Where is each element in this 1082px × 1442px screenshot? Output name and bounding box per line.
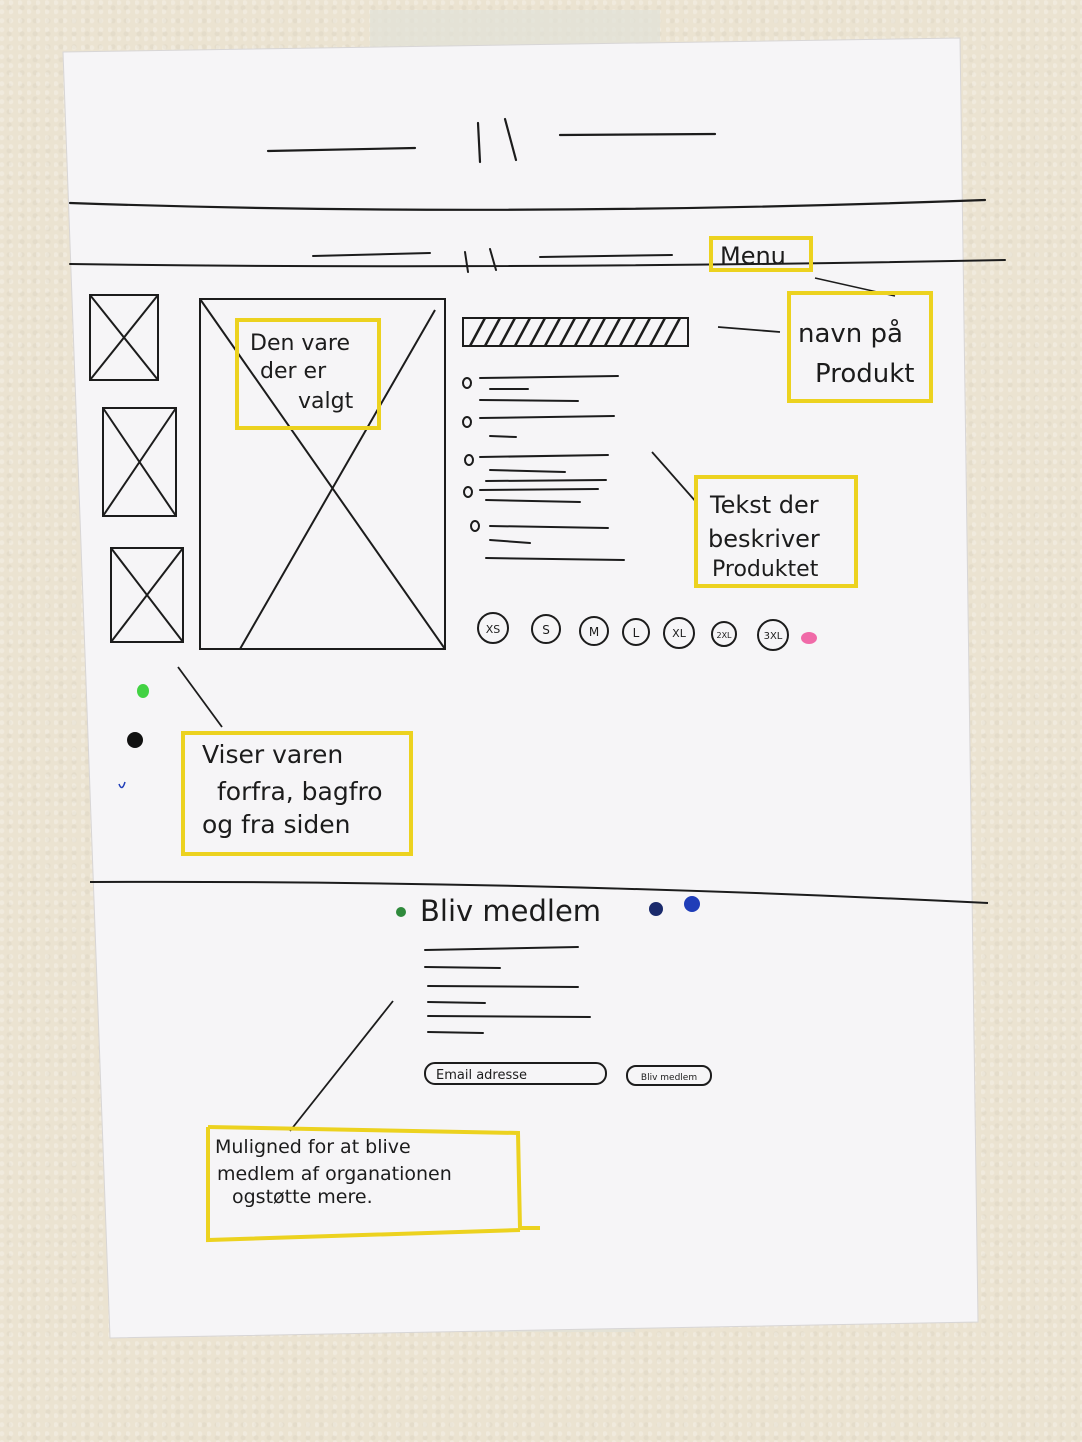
callout-name-line-2: Produkt bbox=[815, 359, 914, 389]
navy-accent-dot bbox=[649, 902, 663, 916]
size-2xl-label: 2XL bbox=[716, 631, 732, 640]
description-pointer bbox=[651, 451, 698, 504]
callout-membership-line-2: medlem af organationen bbox=[217, 1163, 452, 1185]
size-xs-label: XS bbox=[486, 623, 501, 636]
membership-pointer bbox=[289, 1000, 394, 1132]
menu-button[interactable]: Menu bbox=[709, 236, 813, 272]
callout-membership-line-3: ogstøtte mere. bbox=[232, 1186, 373, 1208]
size-2xl-button[interactable]: 2XL bbox=[711, 621, 737, 647]
callout-views-line-2: forfra, bagfro bbox=[217, 777, 383, 806]
size-xs-button[interactable]: XS bbox=[477, 612, 509, 644]
black-color-dot[interactable] bbox=[127, 732, 143, 748]
email-input[interactable]: Email adresse bbox=[424, 1062, 607, 1085]
size-xl-button[interactable]: XL bbox=[663, 617, 695, 649]
size-l-label: L bbox=[633, 626, 640, 640]
callout-views: Viser varen forfra, bagfro og fra siden bbox=[181, 731, 413, 856]
size-m-label: M bbox=[589, 625, 599, 639]
menu-highlight bbox=[709, 236, 813, 272]
main-product-image bbox=[199, 298, 446, 650]
green-accent-dot bbox=[396, 907, 406, 917]
blue-accent-dot bbox=[684, 896, 700, 912]
thumbnail-back[interactable] bbox=[102, 407, 177, 517]
size-xl-label: XL bbox=[672, 627, 687, 640]
callout-name-line-1: navn på bbox=[798, 318, 903, 349]
callout-selected-line-2: der er bbox=[260, 359, 327, 384]
thumbnail-column[interactable] bbox=[89, 294, 184, 643]
description-bullets bbox=[462, 375, 625, 561]
menu-label[interactable]: Menu bbox=[720, 242, 786, 270]
size-3xl-button[interactable]: 3XL bbox=[757, 619, 789, 651]
paper-sheet bbox=[62, 37, 979, 1339]
callout-desc-line-2: beskriver bbox=[708, 525, 820, 553]
callout-views-line-3: og fra siden bbox=[202, 810, 351, 839]
size-m-button[interactable]: M bbox=[579, 616, 609, 646]
callout-selected-item: Den vare der er valgt bbox=[235, 318, 381, 430]
thumbnail-side[interactable] bbox=[110, 547, 184, 643]
views-pointer bbox=[177, 666, 223, 728]
pink-color-dot[interactable] bbox=[801, 632, 817, 644]
callout-description: Tekst der beskriver Produktet bbox=[694, 475, 858, 588]
blue-ink-mark bbox=[118, 781, 126, 789]
size-l-button[interactable]: L bbox=[622, 618, 650, 646]
product-name-bar bbox=[462, 317, 689, 347]
footer-divider bbox=[89, 880, 989, 904]
nav-bar-sketch bbox=[69, 248, 1006, 273]
callout-views-line-1: Viser varen bbox=[202, 740, 343, 769]
callout-product-name: navn på Produkt bbox=[787, 291, 933, 403]
signup-title: Bliv medlem bbox=[420, 894, 601, 928]
email-placeholder: Email adresse bbox=[436, 1068, 527, 1083]
signup-button[interactable]: Bliv medlem bbox=[626, 1065, 712, 1086]
callout-selected-line-3: valgt bbox=[298, 389, 354, 414]
callout-membership: Muligned for at blive medlem af organati… bbox=[206, 1125, 540, 1243]
size-s-label: S bbox=[542, 623, 550, 637]
size-3xl-label: 3XL bbox=[764, 631, 783, 642]
green-color-dot[interactable] bbox=[137, 684, 149, 698]
signup-description-lines bbox=[424, 946, 591, 1034]
callout-membership-line-1: Muligned for at blive bbox=[215, 1136, 411, 1158]
top-banner-sketch bbox=[68, 117, 987, 211]
thumbnail-front[interactable] bbox=[89, 294, 159, 381]
callout-desc-line-3: Produktet bbox=[712, 557, 819, 582]
product-name-pointer bbox=[717, 326, 781, 333]
size-s-button[interactable]: S bbox=[531, 614, 561, 644]
signup-button-label: Bliv medlem bbox=[641, 1073, 697, 1083]
callout-desc-line-1: Tekst der bbox=[709, 491, 819, 519]
callout-selected-line-1: Den vare bbox=[250, 331, 350, 356]
size-selector[interactable]: XS S M L XL 2XL 3XL bbox=[477, 612, 817, 651]
